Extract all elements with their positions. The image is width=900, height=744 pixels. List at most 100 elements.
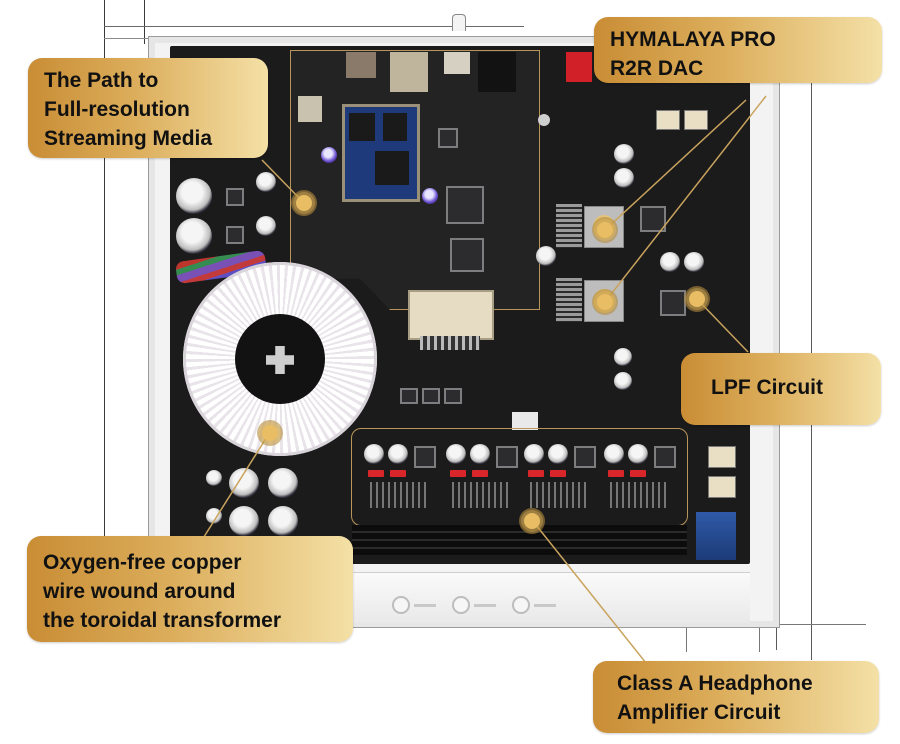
connector xyxy=(444,52,470,74)
ic-chip xyxy=(400,388,418,404)
knob-label xyxy=(534,604,556,607)
ic-chip xyxy=(226,226,244,244)
capacitor xyxy=(229,506,259,536)
red-connector xyxy=(566,52,592,82)
connector xyxy=(478,52,516,92)
relay xyxy=(656,110,680,130)
capacitor xyxy=(176,178,212,214)
red-resistor xyxy=(450,470,466,477)
capacitor xyxy=(176,218,212,254)
ic-chip xyxy=(226,188,244,206)
ethernet-port xyxy=(390,52,428,92)
callout-line: LPF Circuit xyxy=(711,376,824,399)
capacitor xyxy=(614,372,632,390)
wifi-module xyxy=(298,96,322,122)
gold-dot-marker xyxy=(296,195,312,211)
capacitor xyxy=(446,444,466,464)
capacitor xyxy=(524,444,544,464)
capacitor xyxy=(628,444,648,464)
capacitor xyxy=(206,508,222,524)
leader-line-streaming xyxy=(261,159,305,204)
sketch-line xyxy=(811,30,812,660)
ic-chip xyxy=(574,446,596,468)
sketch-line xyxy=(104,0,105,570)
capacitor xyxy=(536,246,556,266)
capacitor xyxy=(614,144,634,164)
ic-chip xyxy=(383,113,407,141)
capacitor xyxy=(604,444,624,464)
resistor-array xyxy=(556,278,582,322)
callout-lpf-circuit: LPF Circuit xyxy=(681,353,881,425)
callout-headphone-amplifier: Class A Headphone Amplifier Circuit xyxy=(593,661,879,733)
front-knob-3[interactable] xyxy=(512,596,530,614)
capacitor xyxy=(268,468,298,498)
system-on-module xyxy=(342,104,420,202)
capacitor xyxy=(422,188,438,204)
callout-streaming-media: The Path to Full-resolution Streaming Me… xyxy=(28,58,268,158)
front-knob-1[interactable] xyxy=(392,596,410,614)
pin-header xyxy=(420,336,480,350)
metal-screw xyxy=(538,114,550,126)
callout-line: Oxygen-free copper xyxy=(43,551,242,574)
gold-dot-marker xyxy=(524,513,540,529)
ic-chip xyxy=(444,388,462,404)
capacitor xyxy=(388,444,408,464)
smd-cluster xyxy=(610,482,666,508)
red-resistor xyxy=(608,470,624,477)
knob-label xyxy=(414,604,436,607)
relay xyxy=(708,446,736,468)
ic-chip xyxy=(660,290,686,316)
capacitor xyxy=(321,147,337,163)
top-bump xyxy=(452,14,466,31)
relay xyxy=(708,476,736,498)
red-resistor xyxy=(528,470,544,477)
capacitor xyxy=(364,444,384,464)
capacitor xyxy=(206,470,222,486)
red-resistor xyxy=(630,470,646,477)
red-resistor xyxy=(472,470,488,477)
callout-line: Full-resolution xyxy=(44,98,190,121)
red-resistor xyxy=(368,470,384,477)
smd-cluster xyxy=(452,482,508,508)
ic-chip xyxy=(349,113,375,141)
smd-cluster xyxy=(530,482,586,508)
ic-chip xyxy=(654,446,676,468)
connector xyxy=(346,52,376,78)
capacitor xyxy=(614,168,634,188)
sketch-line xyxy=(759,612,760,652)
callout-r2r-dac: HYMALAYA PRO R2R DAC xyxy=(594,17,882,83)
resistor-array xyxy=(556,204,582,248)
leader-line-headphone xyxy=(531,519,651,669)
relay xyxy=(684,110,708,130)
sketch-line xyxy=(144,0,145,44)
callout-line: Amplifier Circuit xyxy=(617,701,781,724)
leader-line-lpf xyxy=(696,298,749,353)
ic-chip xyxy=(414,446,436,468)
capacitor xyxy=(256,172,276,192)
blue-capacitor xyxy=(696,512,736,560)
callout-line: R2R DAC xyxy=(610,57,704,80)
capacitor xyxy=(470,444,490,464)
knob-label xyxy=(474,604,496,607)
smd-cluster xyxy=(370,482,426,508)
front-knob-2[interactable] xyxy=(452,596,470,614)
capacitor xyxy=(684,252,704,272)
callout-toroidal-transformer: Oxygen-free copper wire wound around the… xyxy=(27,536,353,642)
callout-line: wire wound around xyxy=(43,580,236,603)
sketch-line xyxy=(104,26,524,27)
ic-chip xyxy=(446,186,484,224)
gold-dot-marker xyxy=(597,294,613,310)
gold-dot-marker xyxy=(689,291,705,307)
callout-line: Class A Headphone xyxy=(617,672,813,695)
sketch-line xyxy=(686,612,687,652)
capacitor xyxy=(256,216,276,236)
gold-dot-marker xyxy=(597,222,613,238)
callout-line: HYMALAYA PRO xyxy=(610,28,776,51)
red-resistor xyxy=(550,470,566,477)
ic-chip xyxy=(496,446,518,468)
capacitor xyxy=(660,252,680,272)
heatsink xyxy=(352,525,687,555)
leader-line-dac-1 xyxy=(604,99,747,231)
ic-chip xyxy=(422,388,440,404)
